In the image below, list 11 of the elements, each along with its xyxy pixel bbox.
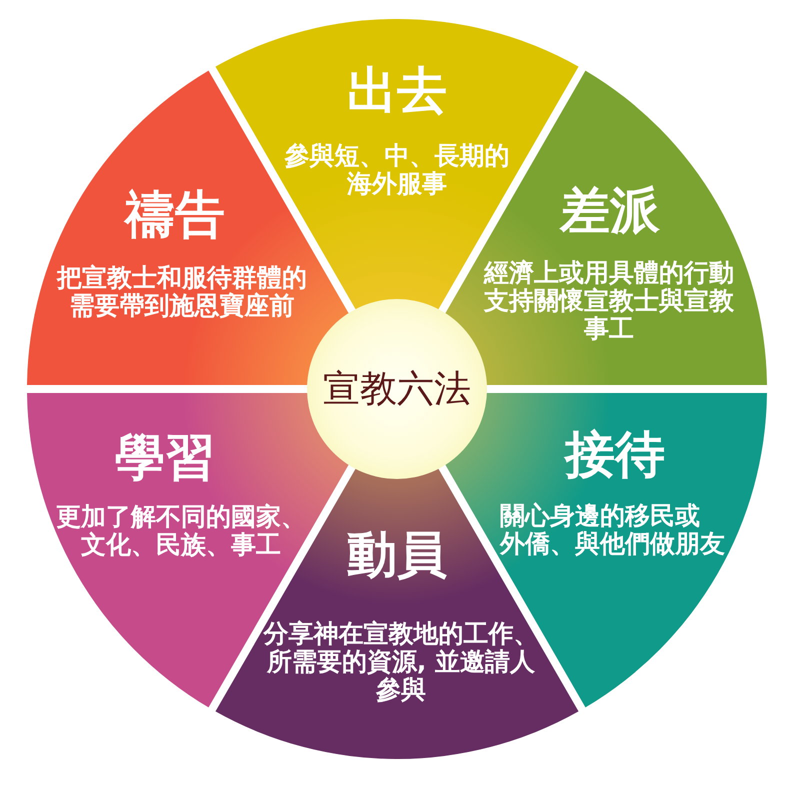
segment-title: 出去	[347, 64, 447, 118]
segment-description: 更加了解不同的國家、文化、民族、事工	[55, 503, 307, 559]
segment-title: 禱告	[125, 188, 225, 242]
segment-title: 動員	[347, 528, 447, 582]
segment-description: 關心身邊的移民或外僑、與他們做朋友	[500, 502, 726, 558]
segment-description: 參與短、中、長期的海外服事	[284, 142, 510, 198]
segment-description: 把宣教士和服待群體的需要帶到施恩寶座前	[55, 264, 308, 320]
segment-description: 分享神在宣教地的工作、所需要的資源, 並邀請人參與	[262, 620, 540, 704]
segment-title: 接待	[565, 428, 665, 482]
segment-title: 差派	[560, 184, 660, 238]
segment-title: 學習	[115, 430, 215, 486]
